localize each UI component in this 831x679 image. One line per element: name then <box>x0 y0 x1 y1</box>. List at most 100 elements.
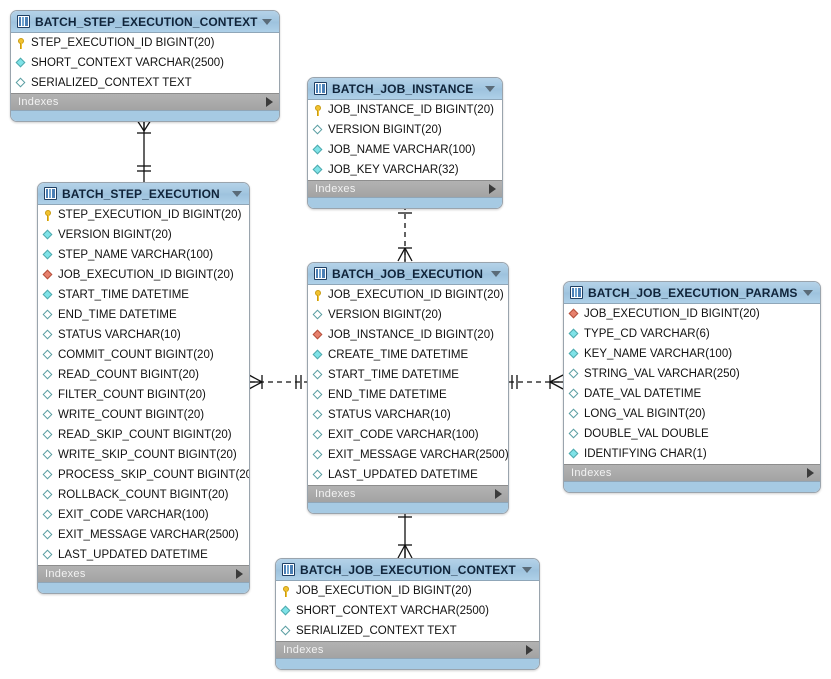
column-row[interactable]: START_TIME DATETIME <box>38 285 249 305</box>
column-row[interactable]: VERSION BIGINT(20) <box>38 225 249 245</box>
indexes-section-batch_job_execution_params[interactable]: Indexes <box>564 464 820 481</box>
triangle-right-icon[interactable] <box>236 569 243 579</box>
column-row[interactable]: DOUBLE_VAL DOUBLE <box>564 424 820 444</box>
column-row[interactable]: LONG_VAL BIGINT(20) <box>564 404 820 424</box>
column-label: START_TIME DATETIME <box>328 369 459 381</box>
column-row[interactable]: SERIALIZED_CONTEXT TEXT <box>276 621 539 641</box>
chevron-down-icon[interactable] <box>491 270 501 277</box>
column-row[interactable]: VERSION BIGINT(20) <box>308 120 502 140</box>
column-row[interactable]: SERIALIZED_CONTEXT TEXT <box>11 73 279 93</box>
column-row[interactable]: STEP_EXECUTION_ID BIGINT(20) <box>38 205 249 225</box>
column-row[interactable]: END_TIME DATETIME <box>308 385 508 405</box>
column-row[interactable]: READ_SKIP_COUNT BIGINT(20) <box>38 425 249 445</box>
column-label: JOB_EXECUTION_ID BIGINT(20) <box>58 269 234 281</box>
column-row[interactable]: IDENTIFYING CHAR(1) <box>564 444 820 464</box>
column-row[interactable]: VERSION BIGINT(20) <box>308 305 508 325</box>
column-row[interactable]: LAST_UPDATED DATETIME <box>38 545 249 565</box>
chevron-down-icon[interactable] <box>522 566 532 573</box>
chevron-down-icon[interactable] <box>262 18 272 25</box>
column-row[interactable]: STATUS VARCHAR(10) <box>308 405 508 425</box>
chevron-down-icon[interactable] <box>485 85 495 92</box>
entity-table-batch_job_execution_params[interactable]: BATCH_JOB_EXECUTION_PARAMS JOB_EXECUTION_… <box>563 281 821 493</box>
column-row[interactable]: STATUS VARCHAR(10) <box>38 325 249 345</box>
hollow-diamond-icon <box>569 429 580 440</box>
triangle-right-icon[interactable] <box>495 489 502 499</box>
column-row[interactable]: COMMIT_COUNT BIGINT(20) <box>38 345 249 365</box>
column-label: READ_SKIP_COUNT BIGINT(20) <box>58 429 232 441</box>
indexes-section-batch_job_execution[interactable]: Indexes <box>308 485 508 502</box>
indexes-section-batch_step_execution_context[interactable]: Indexes <box>11 93 279 110</box>
column-row[interactable]: START_TIME DATETIME <box>308 365 508 385</box>
hollow-diamond-icon <box>43 350 54 361</box>
column-row[interactable]: EXIT_MESSAGE VARCHAR(2500) <box>308 445 508 465</box>
column-label: WRITE_SKIP_COUNT BIGINT(20) <box>58 449 237 461</box>
column-label: STRING_VAL VARCHAR(250) <box>584 368 740 380</box>
column-row[interactable]: EXIT_CODE VARCHAR(100) <box>308 425 508 445</box>
column-row[interactable]: STEP_NAME VARCHAR(100) <box>38 245 249 265</box>
column-row[interactable]: JOB_NAME VARCHAR(100) <box>308 140 502 160</box>
hollow-diamond-icon <box>569 369 580 380</box>
column-row[interactable]: JOB_INSTANCE_ID BIGINT(20) <box>308 100 502 120</box>
column-row[interactable]: STRING_VAL VARCHAR(250) <box>564 364 820 384</box>
column-row[interactable]: TYPE_CD VARCHAR(6) <box>564 324 820 344</box>
column-row[interactable]: CREATE_TIME DATETIME <box>308 345 508 365</box>
column-row[interactable]: EXIT_MESSAGE VARCHAR(2500) <box>38 525 249 545</box>
column-row[interactable]: JOB_INSTANCE_ID BIGINT(20) <box>308 325 508 345</box>
column-label: SHORT_CONTEXT VARCHAR(2500) <box>296 605 489 617</box>
column-row[interactable]: JOB_KEY VARCHAR(32) <box>308 160 502 180</box>
indexes-section-batch_step_execution[interactable]: Indexes <box>38 565 249 582</box>
triangle-right-icon[interactable] <box>266 97 273 107</box>
column-row[interactable]: ROLLBACK_COUNT BIGINT(20) <box>38 485 249 505</box>
column-label: STATUS VARCHAR(10) <box>328 409 451 421</box>
entity-header-batch_job_execution[interactable]: BATCH_JOB_EXECUTION <box>308 263 508 285</box>
column-row[interactable]: WRITE_SKIP_COUNT BIGINT(20) <box>38 445 249 465</box>
column-row[interactable]: WRITE_COUNT BIGINT(20) <box>38 405 249 425</box>
column-row[interactable]: SHORT_CONTEXT VARCHAR(2500) <box>11 53 279 73</box>
indexes-label: Indexes <box>283 644 324 656</box>
column-label: DATE_VAL DATETIME <box>584 388 702 400</box>
column-row[interactable]: PROCESS_SKIP_COUNT BIGINT(20) <box>38 465 249 485</box>
column-row[interactable]: DATE_VAL DATETIME <box>564 384 820 404</box>
entity-header-batch_step_execution_context[interactable]: BATCH_STEP_EXECUTION_CONTEXT <box>11 11 279 33</box>
filled-diamond-icon <box>43 230 54 241</box>
entity-table-batch_step_execution[interactable]: BATCH_STEP_EXECUTION STEP_EXECUTION_ID BI… <box>37 182 250 594</box>
column-row[interactable]: END_TIME DATETIME <box>38 305 249 325</box>
column-row[interactable]: JOB_EXECUTION_ID BIGINT(20) <box>38 265 249 285</box>
column-row[interactable]: JOB_EXECUTION_ID BIGINT(20) <box>308 285 508 305</box>
column-row[interactable]: JOB_EXECUTION_ID BIGINT(20) <box>564 304 820 324</box>
relationship-job-instance-to-job-execution <box>397 205 413 262</box>
foreign-key-diamond-icon <box>43 270 54 281</box>
column-row[interactable]: JOB_EXECUTION_ID BIGINT(20) <box>276 581 539 601</box>
filled-diamond-icon <box>43 250 54 261</box>
column-row[interactable]: FILTER_COUNT BIGINT(20) <box>38 385 249 405</box>
column-label: END_TIME DATETIME <box>58 309 177 321</box>
indexes-section-batch_job_execution_context[interactable]: Indexes <box>276 641 539 658</box>
entity-title: BATCH_JOB_EXECUTION_PARAMS <box>588 285 798 300</box>
chevron-down-icon[interactable] <box>232 190 242 197</box>
column-label: CREATE_TIME DATETIME <box>328 349 469 361</box>
entity-header-batch_job_execution_context[interactable]: BATCH_JOB_EXECUTION_CONTEXT <box>276 559 539 581</box>
column-label: STEP_EXECUTION_ID BIGINT(20) <box>58 209 242 221</box>
entity-header-batch_job_execution_params[interactable]: BATCH_JOB_EXECUTION_PARAMS <box>564 282 820 304</box>
chevron-down-icon[interactable] <box>803 289 813 296</box>
column-row[interactable]: SHORT_CONTEXT VARCHAR(2500) <box>276 601 539 621</box>
column-row[interactable]: STEP_EXECUTION_ID BIGINT(20) <box>11 33 279 53</box>
triangle-right-icon[interactable] <box>807 468 814 478</box>
column-row[interactable]: KEY_NAME VARCHAR(100) <box>564 344 820 364</box>
column-list: STEP_EXECUTION_ID BIGINT(20)SHORT_CONTEX… <box>11 33 279 93</box>
hollow-diamond-icon <box>313 410 324 421</box>
column-label: LAST_UPDATED DATETIME <box>58 549 208 561</box>
triangle-right-icon[interactable] <box>489 184 496 194</box>
indexes-section-batch_job_instance[interactable]: Indexes <box>308 180 502 197</box>
entity-header-batch_job_instance[interactable]: BATCH_JOB_INSTANCE <box>308 78 502 100</box>
entity-header-batch_step_execution[interactable]: BATCH_STEP_EXECUTION <box>38 183 249 205</box>
column-row[interactable]: LAST_UPDATED DATETIME <box>308 465 508 485</box>
column-label: EXIT_MESSAGE VARCHAR(2500) <box>328 449 509 461</box>
triangle-right-icon[interactable] <box>526 645 533 655</box>
column-row[interactable]: EXIT_CODE VARCHAR(100) <box>38 505 249 525</box>
column-row[interactable]: READ_COUNT BIGINT(20) <box>38 365 249 385</box>
